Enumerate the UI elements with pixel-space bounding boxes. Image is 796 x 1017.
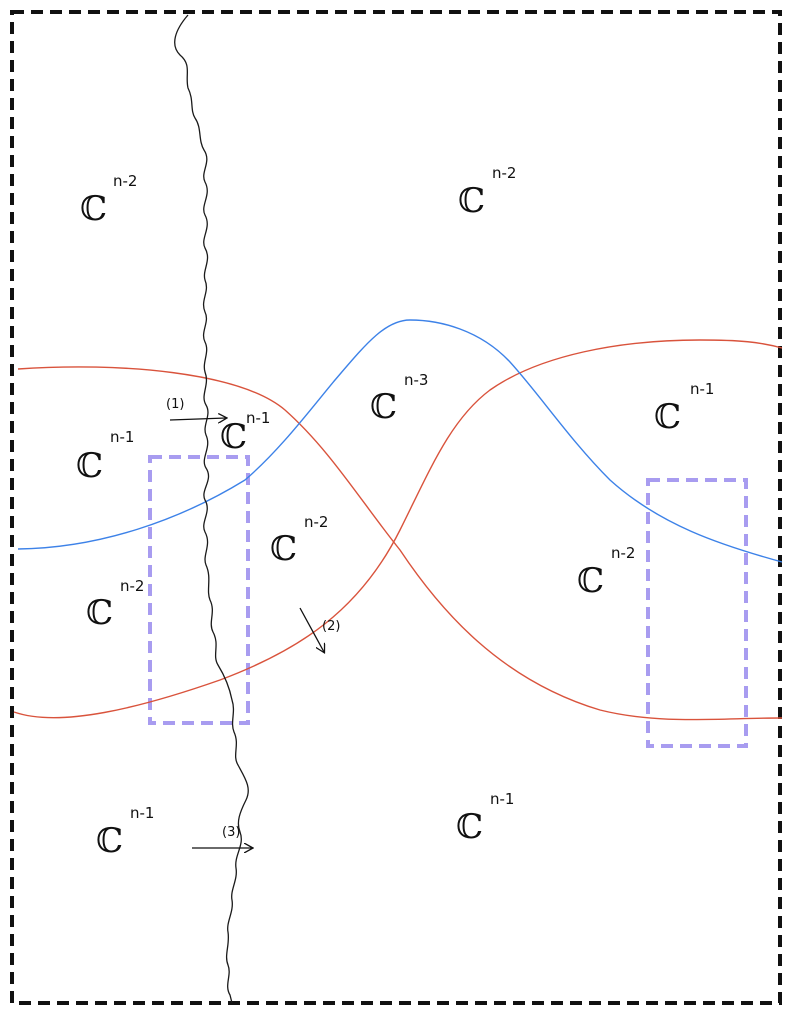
region-label-mid-upper-mid: ℂ n-1 (220, 409, 270, 457)
svg-text:n-1: n-1 (110, 428, 134, 446)
red-curve-descending (17, 366, 783, 721)
svg-text:ℂ: ℂ (76, 446, 103, 486)
svg-text:ℂ: ℂ (270, 529, 297, 569)
svg-text:ℂ: ℂ (80, 189, 107, 229)
region-label-left-top: ℂ n-2 (80, 172, 137, 229)
region-label-right-mid: ℂ n-2 (577, 544, 635, 601)
svg-text:ℂ: ℂ (654, 397, 681, 437)
arrow-2-label: (2) (322, 619, 340, 634)
blue-curve (17, 319, 783, 563)
region-label-center-bottom: ℂ n-1 (456, 790, 514, 847)
highlight-box-left (148, 455, 250, 725)
arrow-1 (169, 418, 226, 420)
svg-text:ℂ: ℂ (96, 821, 123, 861)
svg-text:n-1: n-1 (130, 804, 154, 822)
svg-text:ℂ: ℂ (456, 807, 483, 847)
region-label-left-lower-mid: ℂ n-2 (86, 577, 144, 633)
arrow-2 (299, 607, 324, 652)
svg-text:ℂ: ℂ (370, 387, 397, 427)
svg-text:ℂ: ℂ (458, 181, 485, 221)
highlight-box-right (646, 478, 748, 748)
region-label-left-bottom: ℂ n-1 (96, 804, 154, 861)
svg-text:n-2: n-2 (113, 172, 137, 190)
region-label-right-upper-mid: ℂ n-1 (654, 380, 714, 437)
arrow-3-label: (3) (222, 825, 240, 840)
region-label-left-upper-mid: ℂ n-1 (76, 428, 134, 486)
svg-text:n-1: n-1 (246, 409, 270, 427)
region-label-center-mid: ℂ n-3 (370, 371, 428, 427)
svg-text:n-2: n-2 (120, 577, 144, 595)
svg-text:n-1: n-1 (490, 790, 514, 808)
arrow-1-label: (1) (166, 397, 184, 412)
svg-text:n-2: n-2 (611, 544, 635, 562)
red-curve-ascending (13, 339, 783, 719)
svg-text:n-1: n-1 (690, 380, 714, 398)
svg-text:n-2: n-2 (304, 513, 328, 531)
outer-frame (10, 10, 782, 1005)
svg-text:n-2: n-2 (492, 164, 516, 182)
wavy-vertical-curve (174, 14, 249, 1004)
svg-text:n-3: n-3 (404, 371, 428, 389)
region-label-center-lower: ℂ n-2 (270, 513, 328, 569)
svg-text:ℂ: ℂ (577, 561, 604, 601)
svg-text:ℂ: ℂ (86, 593, 113, 633)
svg-text:ℂ: ℂ (220, 417, 247, 457)
region-label-center-top: ℂ n-2 (458, 164, 516, 221)
